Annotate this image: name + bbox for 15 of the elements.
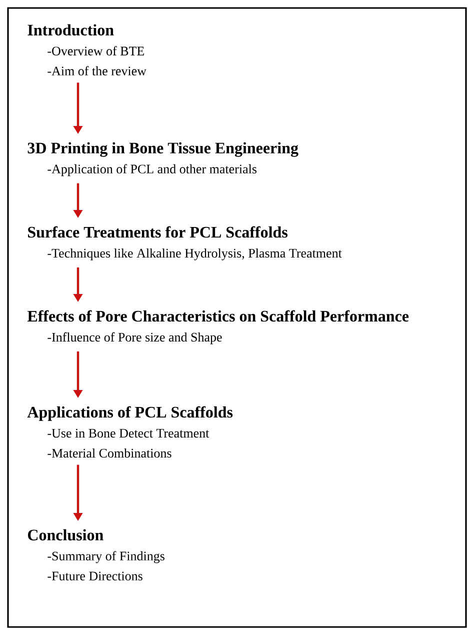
subpoint-text: -Use in Bone Detect Treatment [48,428,210,438]
section-heading: Conclusion [28,529,104,540]
section-heading: Applications of PCL Scaffolds [27,406,233,421]
subpoint-text: -Overview of BTE [48,46,144,56]
section-heading: Introduction [28,24,114,36]
subpoint-text: -Techniques like Alkaline Hydrolysis, Plasma Treatment [48,248,342,260]
subpoint-text: -Summary of Findings [48,551,164,564]
subpoint-text: -Application of PCL and other materials [48,164,256,176]
subpoint-text: -Future Directions [48,572,142,580]
subpoint-text: -Material Combinations [48,448,172,458]
section-heading: Effects of Pore Characteristics on Scaffold Performance [27,310,409,322]
section-heading: Surface Treatments for PCL Scaffolds [28,226,288,238]
section-heading: 3D Printing in Bone Tissue Engineering [28,142,298,157]
subpoint-text: -Aim of the review [48,66,146,76]
subpoint-text: -Influence of Pore size and Shape [48,332,222,344]
